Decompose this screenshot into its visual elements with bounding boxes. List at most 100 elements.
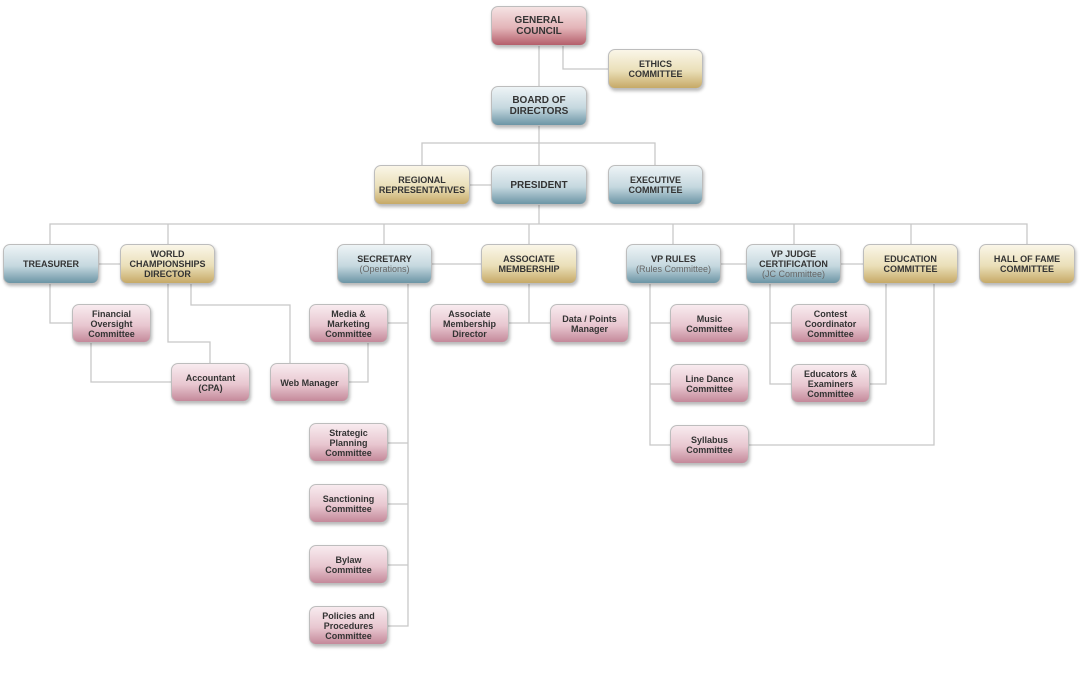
node-label: VP RULES [651, 254, 696, 264]
node-label: Committee [88, 328, 135, 339]
connector [190, 284, 291, 363]
node-label: Associate [448, 308, 491, 319]
node-label: Committee [686, 323, 733, 334]
node-label: Sanctioning [322, 493, 375, 504]
node-label: COMMITTEE [1000, 264, 1054, 274]
node-label: Contest [813, 308, 848, 319]
connector [49, 223, 1028, 244]
node-label: Committee [325, 630, 372, 641]
connector [769, 284, 791, 385]
node-label: Committee [807, 328, 854, 339]
node-label: SECRETARY [357, 254, 412, 264]
node-label: Accountant [185, 372, 236, 383]
node-label: ETHICS [638, 59, 672, 69]
node-sublabel: (Rules Committee) [635, 264, 711, 274]
node-label: MEMBERSHIP [498, 264, 560, 274]
node-label: Strategic [329, 427, 368, 438]
connector [90, 343, 171, 383]
node-label: COMMITTEE [628, 185, 683, 195]
node-label: CERTIFICATION [759, 259, 828, 269]
node-label: Committee [325, 447, 372, 458]
connector [167, 284, 211, 363]
node-label: Planning [329, 437, 368, 448]
node-label: Manager [570, 323, 608, 334]
node-label: Educators & [803, 368, 857, 379]
node-label: Oversight [90, 318, 133, 329]
connector [421, 142, 656, 165]
node-label: Membership [442, 318, 496, 329]
node-president[interactable]: PRESIDENT [491, 165, 587, 205]
node-label: Policies and [322, 610, 375, 621]
node-label: PRESIDENT [510, 179, 568, 191]
connector [349, 343, 369, 383]
node-label: Financial [91, 308, 131, 319]
node-label: GENERAL [514, 15, 564, 26]
node-label: Examiners [807, 378, 854, 389]
node-label: Coordinator [804, 318, 857, 329]
node-sublabel: (Operations) [359, 264, 410, 274]
node-vp-rules[interactable]: VP RULES(Rules Committee) [626, 244, 721, 284]
node-label: Committee [686, 444, 733, 455]
node-label: CHAMPIONSHIPS [129, 259, 206, 269]
connector [749, 284, 935, 446]
node-sublabel: (JC Committee) [761, 269, 825, 279]
node-label: Music [696, 313, 723, 324]
node-label: Line Dance [685, 373, 734, 384]
node-label: BOARD OF [512, 95, 566, 106]
connector [388, 284, 409, 627]
node-label: Web Manager [280, 377, 339, 388]
node-treasurer[interactable]: TREASURER [3, 244, 99, 284]
node-label: HALL OF FAME [993, 254, 1061, 264]
node-accountant[interactable]: Accountant(CPA) [171, 363, 250, 402]
node-label: REGIONAL [398, 175, 446, 185]
connector [49, 284, 72, 324]
node-secretary[interactable]: SECRETARY(Operations) [337, 244, 432, 284]
node-label: Marketing [327, 318, 370, 329]
node-web-manager[interactable]: Web Manager [270, 363, 349, 402]
node-label: DIRECTORS [509, 106, 569, 117]
node-label: COMMITTEE [628, 69, 683, 79]
node-label: Committee [325, 503, 372, 514]
node-label: Bylaw [335, 554, 362, 565]
node-label: VP JUDGE [770, 249, 817, 259]
node-label: COMMITTEE [883, 264, 938, 274]
node-label: EDUCATION [884, 254, 937, 264]
node-label: REPRESENTATIVES [378, 185, 466, 195]
node-label: Media & [331, 308, 366, 319]
node-label: Syllabus [690, 434, 728, 445]
connector [562, 46, 608, 70]
connector [870, 284, 887, 385]
node-label: (CPA) [198, 382, 223, 393]
node-label: Data / Points [562, 313, 617, 324]
node-label: Procedures [323, 620, 374, 631]
node-label: DIRECTOR [144, 269, 191, 279]
node-label: TREASURER [22, 259, 79, 269]
node-label: ASSOCIATE [503, 254, 555, 264]
node-label: Committee [807, 388, 854, 399]
node-label: COUNCIL [516, 26, 562, 37]
